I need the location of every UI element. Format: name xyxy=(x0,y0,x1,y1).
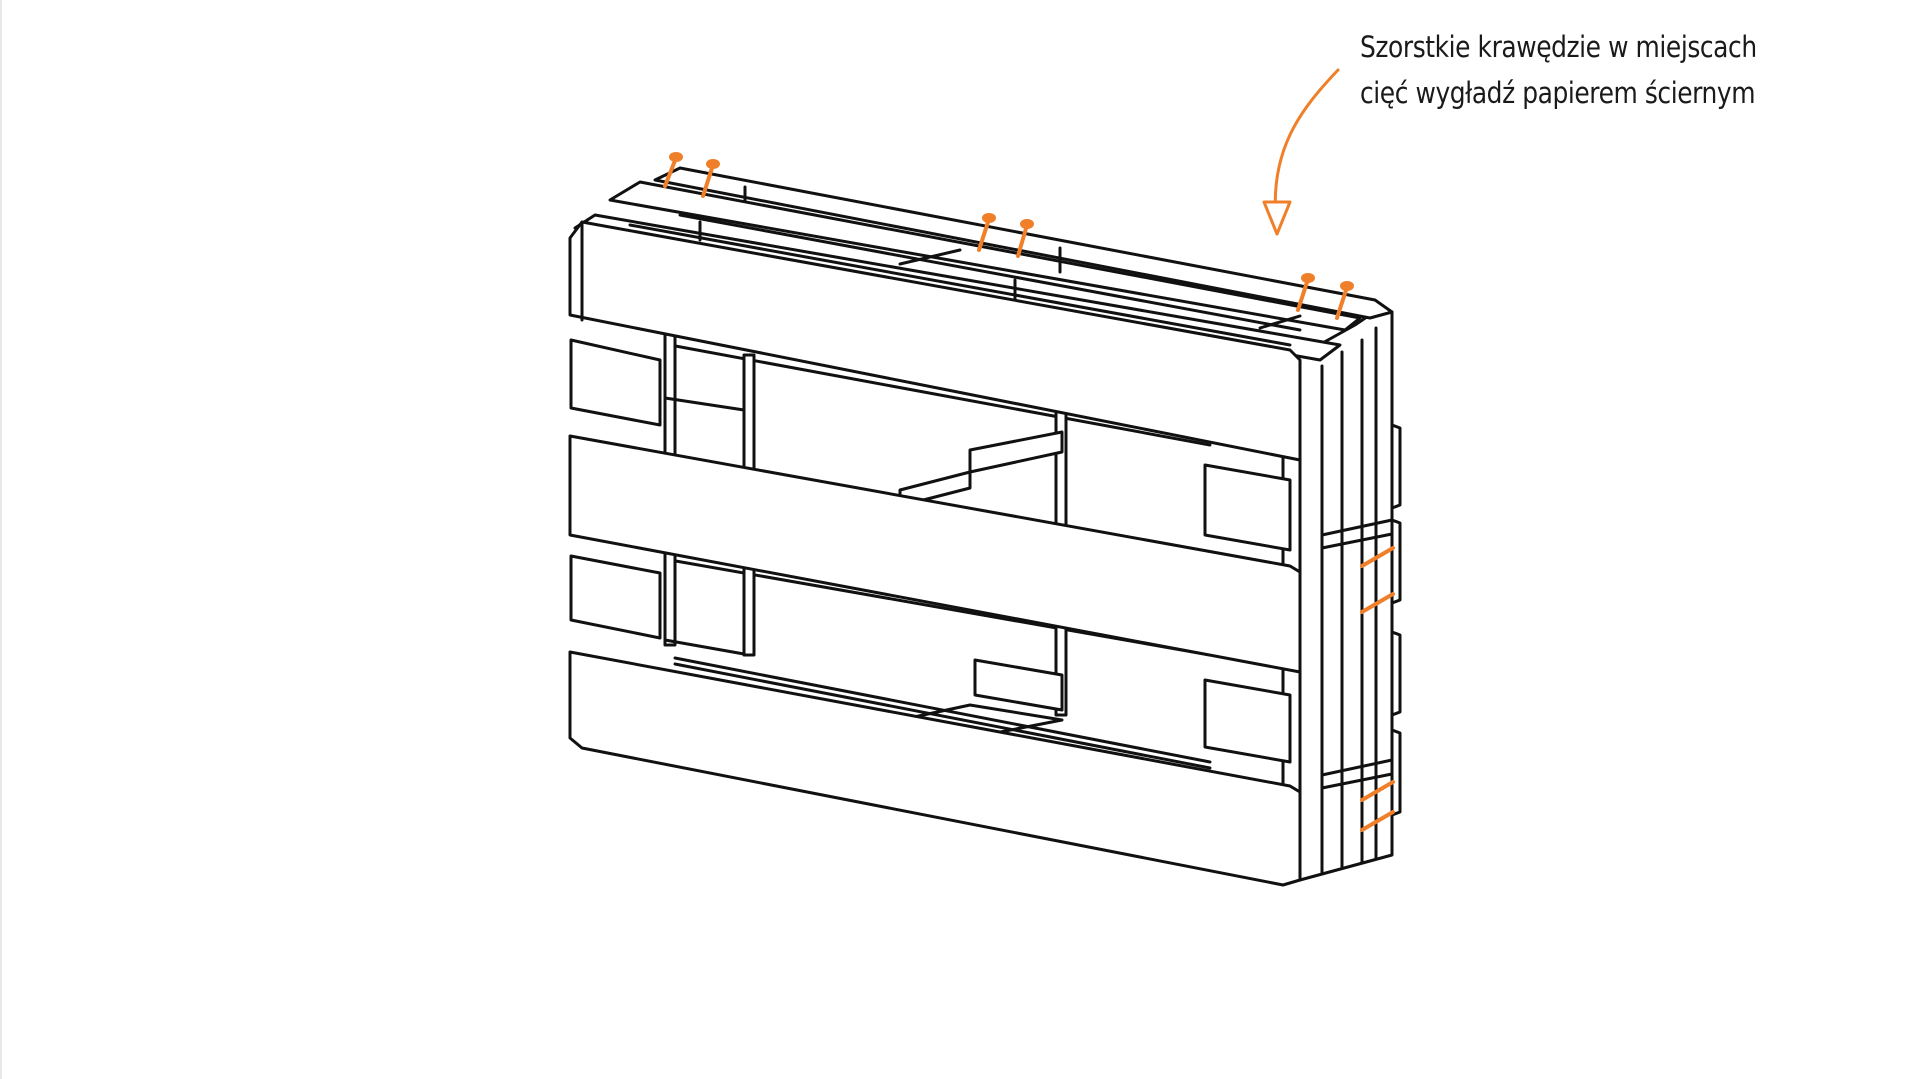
block-top-right xyxy=(1203,463,1292,552)
front-board-middle xyxy=(568,434,1302,674)
block-bottom-right xyxy=(1203,678,1292,764)
nail-icon xyxy=(701,159,720,198)
nail-icon xyxy=(663,152,683,188)
curved-arrow-icon xyxy=(1262,68,1340,236)
pallet-front-face xyxy=(568,220,1302,887)
nail-icon xyxy=(1296,273,1315,312)
nail-icon xyxy=(1360,780,1395,802)
nail-icon xyxy=(1360,810,1395,832)
nail-icon xyxy=(1360,592,1395,614)
nail-icon xyxy=(977,213,996,252)
nail-icon xyxy=(1335,281,1354,320)
block-mid-left xyxy=(569,554,662,640)
page-edge-rule xyxy=(0,0,2,1079)
annotation-text: Szorstkie krawędzie w miejscach cięć wyg… xyxy=(1360,24,1807,116)
block-top-left xyxy=(569,338,662,427)
top-deck-mid-board xyxy=(608,180,1362,332)
pallet-right-side xyxy=(1281,310,1402,882)
nails xyxy=(663,152,1395,832)
front-board-bottom xyxy=(568,650,1302,887)
annotation-line-1: Szorstkie krawędzie w miejscach xyxy=(1360,30,1757,64)
nail-icon xyxy=(1016,219,1034,258)
front-board-top xyxy=(568,220,1302,462)
annotation-line-2: cięć wygładź papierem ściernym xyxy=(1360,76,1756,110)
nail-icon xyxy=(1360,546,1395,568)
